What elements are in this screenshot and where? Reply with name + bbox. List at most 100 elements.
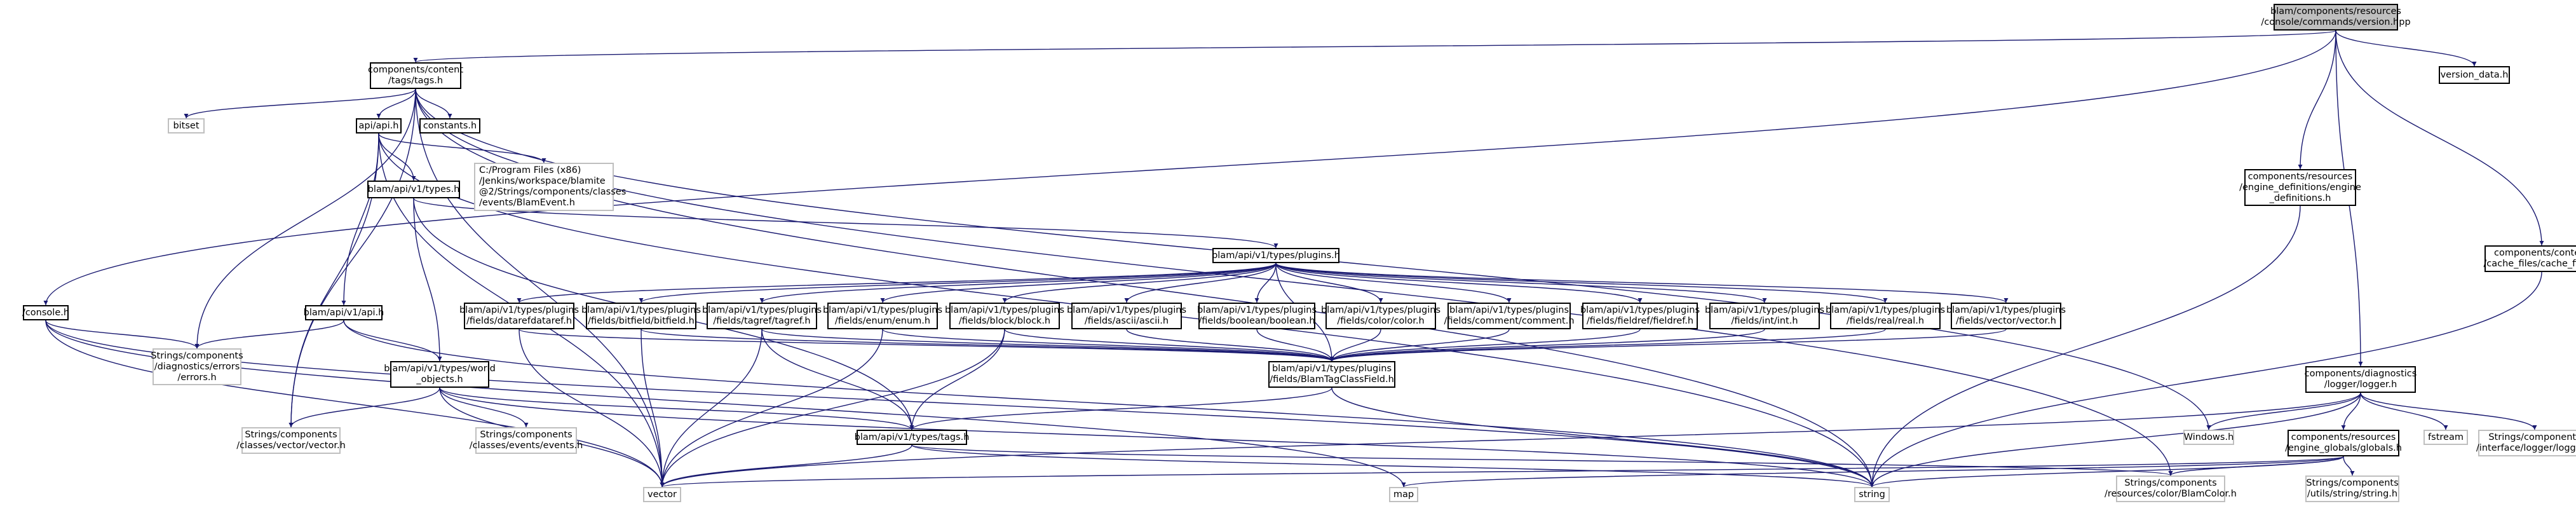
node-label: /engine_globals/globals.h [2285, 443, 2402, 453]
node-label: Windows.h [2183, 432, 2234, 442]
dependency-edge [378, 133, 416, 181]
dependency-edge [909, 387, 1332, 430]
node-vector-h[interactable]: Strings/components/classes/vector/vector… [236, 427, 346, 454]
node-fieldref-h[interactable]: blam/api/v1/types/plugins/fields/fieldre… [1580, 303, 1700, 329]
dependency-edge [413, 198, 442, 362]
node-interface-logger-h[interactable]: Strings/components/interface/logger/logg… [2476, 430, 2576, 456]
node-label: blam/api/v1/types/plugins [1704, 305, 1825, 315]
node-label: blam/api/v1/types/plugins [1271, 364, 1392, 374]
node-map[interactable]: map [1389, 487, 1418, 502]
node-label: /events/BlamEvent.h [479, 198, 575, 208]
dependency-edge [660, 329, 1005, 488]
node-label: components/content [368, 65, 463, 75]
dependency-edge [2168, 456, 2344, 476]
node-vector-field-h[interactable]: blam/api/v1/types/plugins/fields/vector/… [1946, 303, 2066, 329]
node-types-h[interactable]: blam/api/v1/types.h [367, 181, 460, 198]
node-label: /fields/BlamTagClassField.h [1270, 374, 1394, 385]
dependency-edge [2360, 392, 2448, 430]
node-label: blam/api/v1/types.h [367, 184, 460, 195]
dependency-edge [194, 320, 344, 349]
node-label: blam/api/v1/types/plugins [1449, 305, 1569, 315]
node-console-h[interactable]: /console.h [22, 305, 70, 320]
node-world-objects-h[interactable]: blam/api/v1/types/world_objects.h [384, 361, 496, 388]
node-bitfield-h[interactable]: blam/api/v1/types/plugins/fields/bitfiel… [581, 303, 701, 329]
node-events-h[interactable]: Strings/components/classes/events/events… [470, 427, 583, 454]
node-fstream[interactable]: fstream [2423, 430, 2468, 445]
node-label: components/diagnostics [2304, 369, 2417, 379]
node-label: /diagnostics/errors [154, 361, 240, 372]
dependency-edge [1275, 263, 1767, 303]
node-blam-color-h[interactable]: Strings/components/resources/color/BlamC… [2105, 475, 2237, 502]
dependency-edge [519, 329, 1334, 362]
node-logger-h[interactable]: components/diagnostics/logger/logger.h [2304, 366, 2417, 393]
node-label: api/api.h [358, 120, 399, 131]
node-constants-h[interactable]: constants.h [419, 118, 480, 133]
node-blam-tag-class-field-h[interactable]: blam/api/v1/types/plugins/fields/BlamTag… [1268, 361, 1395, 388]
node-ascii-h[interactable]: blam/api/v1/types/plugins/fields/ascii/a… [1067, 303, 1186, 329]
dependency-edge [45, 320, 200, 349]
dependency-edge [639, 263, 1277, 303]
dependency-edge [288, 387, 440, 428]
dependency-edge [660, 329, 883, 488]
node-tagref-h[interactable]: blam/api/v1/types/plugins/fields/tagref/… [702, 303, 822, 329]
node-color-h[interactable]: blam/api/v1/types/plugins/fields/color/c… [1321, 303, 1441, 329]
node-tags-api-h[interactable]: blam/api/v1/types/tags.h [854, 430, 970, 445]
node-label: blam/api/v1/types/plugins [1066, 305, 1187, 315]
node-api-h[interactable]: api/api.h [356, 118, 402, 133]
node-label: /console/commands/version.hpp [2261, 17, 2411, 27]
node-label: /fields/datarefdataref.h [466, 316, 573, 326]
node-version-hpp[interactable]: blam/components/resources/console/comman… [2261, 4, 2411, 31]
node-boolean-h[interactable]: blam/api/v1/types/plugins/fields/boolean… [1197, 303, 1317, 329]
node-datarefdataref-h[interactable]: blam/api/v1/types/plugins/fields/dataref… [459, 303, 579, 329]
node-label: /fields/fieldref/fieldref.h [1586, 316, 1694, 326]
node-cache-files-h[interactable]: components/content/cache_files/cache_fil… [2483, 245, 2576, 272]
dependency-edge [761, 329, 1334, 362]
node-tags-h[interactable]: components/content/tags/tags.h [368, 62, 463, 89]
dependency-edge [194, 88, 416, 349]
node-comment-h[interactable]: blam/api/v1/types/plugins/fields/comment… [1444, 303, 1575, 329]
node-vector[interactable]: vector [643, 487, 681, 502]
node-real-h[interactable]: blam/api/v1/types/plugins/fields/real/re… [1826, 303, 1945, 329]
dependency-edge [415, 88, 452, 119]
node-label: /interface/logger/logger.h [2476, 443, 2576, 453]
node-version-data-h[interactable]: version_data.h [2439, 66, 2510, 84]
node-label: /fields/boolean/boolean.h [1198, 316, 1315, 326]
node-enum-h[interactable]: blam/api/v1/types/plugins/fields/enum/en… [823, 303, 942, 329]
node-errors-h[interactable]: Strings/components/diagnostics/errors/er… [151, 348, 243, 385]
node-windows-h[interactable]: Windows.h [2183, 430, 2234, 445]
node-block-h[interactable]: blam/api/v1/types/plugins/fields/block/b… [945, 303, 1064, 329]
dependency-edge [378, 133, 546, 163]
dependency-edge [1254, 263, 1277, 303]
dependency-edge [880, 263, 1277, 303]
node-bitset[interactable]: bitset [168, 118, 205, 133]
node-label: @2/Strings/components/classes [479, 187, 627, 197]
dependency-edge [288, 133, 379, 428]
node-api-v1-h[interactable]: blam/api/v1/api.h [304, 305, 384, 320]
node-label: blam/api/v1/types/world [384, 364, 496, 374]
dependency-edge [759, 263, 1277, 303]
dependency-edge [660, 456, 2344, 488]
node-label: blam/api/v1/types/plugins [1946, 305, 2066, 315]
node-label: /classes/events/events.h [469, 441, 583, 451]
dependency-edge [1275, 263, 1512, 303]
node-globals-h[interactable]: components/resources/engine_globals/glob… [2285, 430, 2402, 456]
node-label: C:/Program Files (x86) [479, 165, 581, 175]
node-blam-event-h[interactable]: C:/Program Files (x86)/Jenkins/workspace… [474, 163, 626, 211]
dependency-edge [1869, 205, 2301, 488]
node-label: /fields/enum/enum.h [834, 316, 931, 326]
dependency-edge [343, 320, 442, 362]
node-label: blam/api/v1/types/tags.h [854, 432, 970, 442]
dependency-edge [1275, 263, 1643, 303]
node-int-h[interactable]: blam/api/v1/types/plugins/fields/int/int… [1705, 303, 1824, 329]
node-label: /fields/vector/vector.h [1956, 316, 2056, 326]
node-label: /console.h [22, 307, 70, 318]
dependency-edge [415, 88, 665, 488]
dependency-edge [413, 198, 1278, 249]
node-engine-definitions-h[interactable]: components/resources/engine_definitions/… [2239, 169, 2361, 206]
node-string[interactable]: string [1854, 487, 1890, 502]
dependency-edge [660, 444, 912, 488]
node-label: Strings/components [2488, 432, 2576, 442]
node-string-h[interactable]: Strings/components/utils/string/string.h [2305, 475, 2399, 502]
node-plugins-h[interactable]: blam/api/v1/types/plugins.h [1212, 248, 1340, 263]
node-label: constants.h [423, 120, 477, 131]
